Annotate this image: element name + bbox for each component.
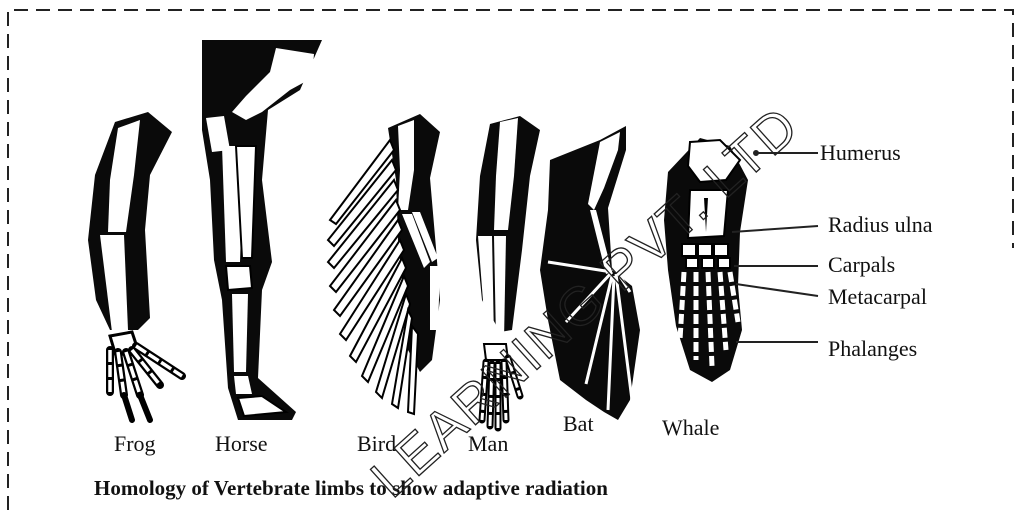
- label-bat: Bat: [563, 411, 594, 436]
- bird-wing: [328, 114, 440, 414]
- label-phalanges: Phalanges: [828, 336, 917, 361]
- diagram-caption: Homology of Vertebrate limbs to show ada…: [94, 476, 608, 500]
- label-radius-ulna: Radius ulna: [828, 212, 933, 237]
- frog-limb: [88, 112, 182, 420]
- label-frog: Frog: [114, 431, 156, 456]
- label-metacarpal: Metacarpal: [828, 284, 927, 309]
- horse-limb: [202, 40, 322, 420]
- label-whale: Whale: [662, 415, 719, 440]
- label-horse: Horse: [215, 431, 268, 456]
- label-carpals: Carpals: [828, 252, 895, 277]
- label-humerus: Humerus: [820, 140, 901, 165]
